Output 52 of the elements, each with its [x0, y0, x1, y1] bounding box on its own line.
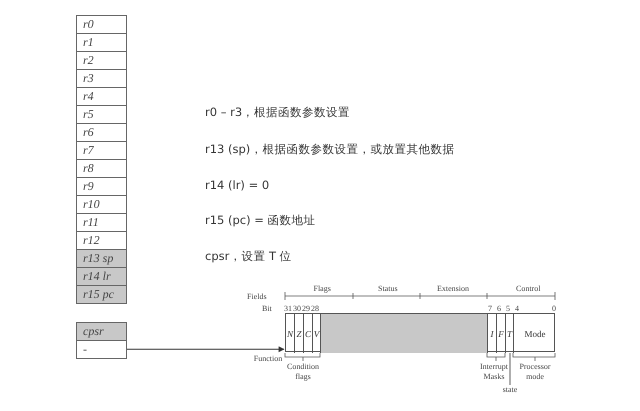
bit-number: 5 [506, 304, 510, 313]
bit-field: N [286, 314, 295, 353]
note-text: r14 (lr) = 0 [205, 178, 270, 192]
bit-field: Mode [514, 314, 556, 353]
note-text: r13 (sp)，根据函数参数设置，或放置其他数据 [205, 142, 454, 157]
arrow [126, 346, 285, 352]
note-text: cpsr，设置 T 位 [205, 249, 292, 264]
bit-number: 0 [552, 304, 556, 313]
field-name: Control [516, 284, 540, 293]
field-label: state [498, 385, 522, 396]
bit-field: Z [295, 314, 304, 353]
register-cell: r1 [76, 33, 127, 52]
register-bar [285, 313, 555, 352]
register-cell: r4 [76, 87, 127, 106]
bit-number: 6 [497, 304, 501, 313]
field-label: Interrupt Masks [479, 362, 509, 382]
register-cell: r6 [76, 123, 127, 142]
register-cell: r3 [76, 69, 127, 88]
bit-field: C [304, 314, 313, 353]
bit-number: 31 [284, 304, 292, 313]
register-cell: r9 [76, 177, 127, 196]
register-cell: r5 [76, 105, 127, 124]
bit-field: F [497, 314, 506, 353]
bit-number: 7 [488, 304, 492, 313]
bit-number: 4 [515, 304, 519, 313]
register-cell: - [76, 340, 127, 358]
field-label: Condition flags [286, 362, 320, 382]
register-cell: r10 [76, 195, 127, 214]
bit-number: 28 [311, 304, 319, 313]
reserved-field [321, 314, 488, 353]
field-name: Extension [437, 284, 469, 293]
bit-field: I [488, 314, 497, 353]
row-label: Fields [247, 292, 267, 301]
register-cell: r13 sp [76, 249, 127, 268]
field-name: Flags [314, 284, 331, 293]
note-text: r15 (pc) = 函数地址 [205, 213, 316, 228]
field-name: Status [378, 284, 398, 293]
note-text: r0 – r3，根据函数参数设置 [205, 105, 350, 120]
register-cell: r7 [76, 141, 127, 160]
register-cell: r15 pc [76, 285, 127, 304]
bit-number: 29 [302, 304, 310, 313]
register-cell: cpsr [76, 322, 127, 340]
row-label: Bit [262, 304, 272, 313]
register-cell: r0 [76, 15, 127, 34]
bit-number: 30 [293, 304, 301, 313]
register-cell: r8 [76, 159, 127, 178]
field-label: Processor mode [518, 362, 552, 382]
row-label: Function [252, 354, 284, 364]
bit-field: T [506, 314, 514, 353]
register-cell: r11 [76, 213, 127, 232]
register-cell: r2 [76, 51, 127, 70]
register-cell: r14 lr [76, 267, 127, 286]
